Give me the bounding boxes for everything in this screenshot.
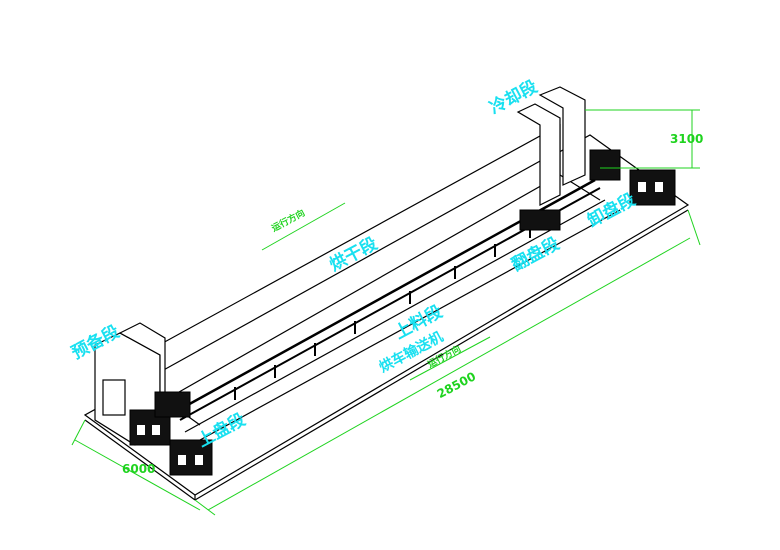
cooling-wall-1 bbox=[516, 103, 561, 206]
machine-blocks bbox=[129, 149, 676, 476]
loading-head bbox=[154, 391, 191, 418]
unloading-machine-2 bbox=[629, 169, 676, 206]
machine-windows bbox=[137, 182, 663, 465]
tray-loading-machine-2 bbox=[169, 439, 213, 476]
building-outline bbox=[83, 86, 690, 501]
cooling-wall-2 bbox=[538, 86, 586, 186]
unloading-machine bbox=[589, 149, 621, 181]
door bbox=[102, 379, 126, 416]
conveyor-supports bbox=[234, 225, 531, 400]
height-dimension: 3100 bbox=[670, 132, 704, 146]
width-dimension: 6000 bbox=[122, 462, 156, 476]
dimension-lines bbox=[71, 109, 701, 516]
flipping-machine bbox=[519, 209, 561, 231]
